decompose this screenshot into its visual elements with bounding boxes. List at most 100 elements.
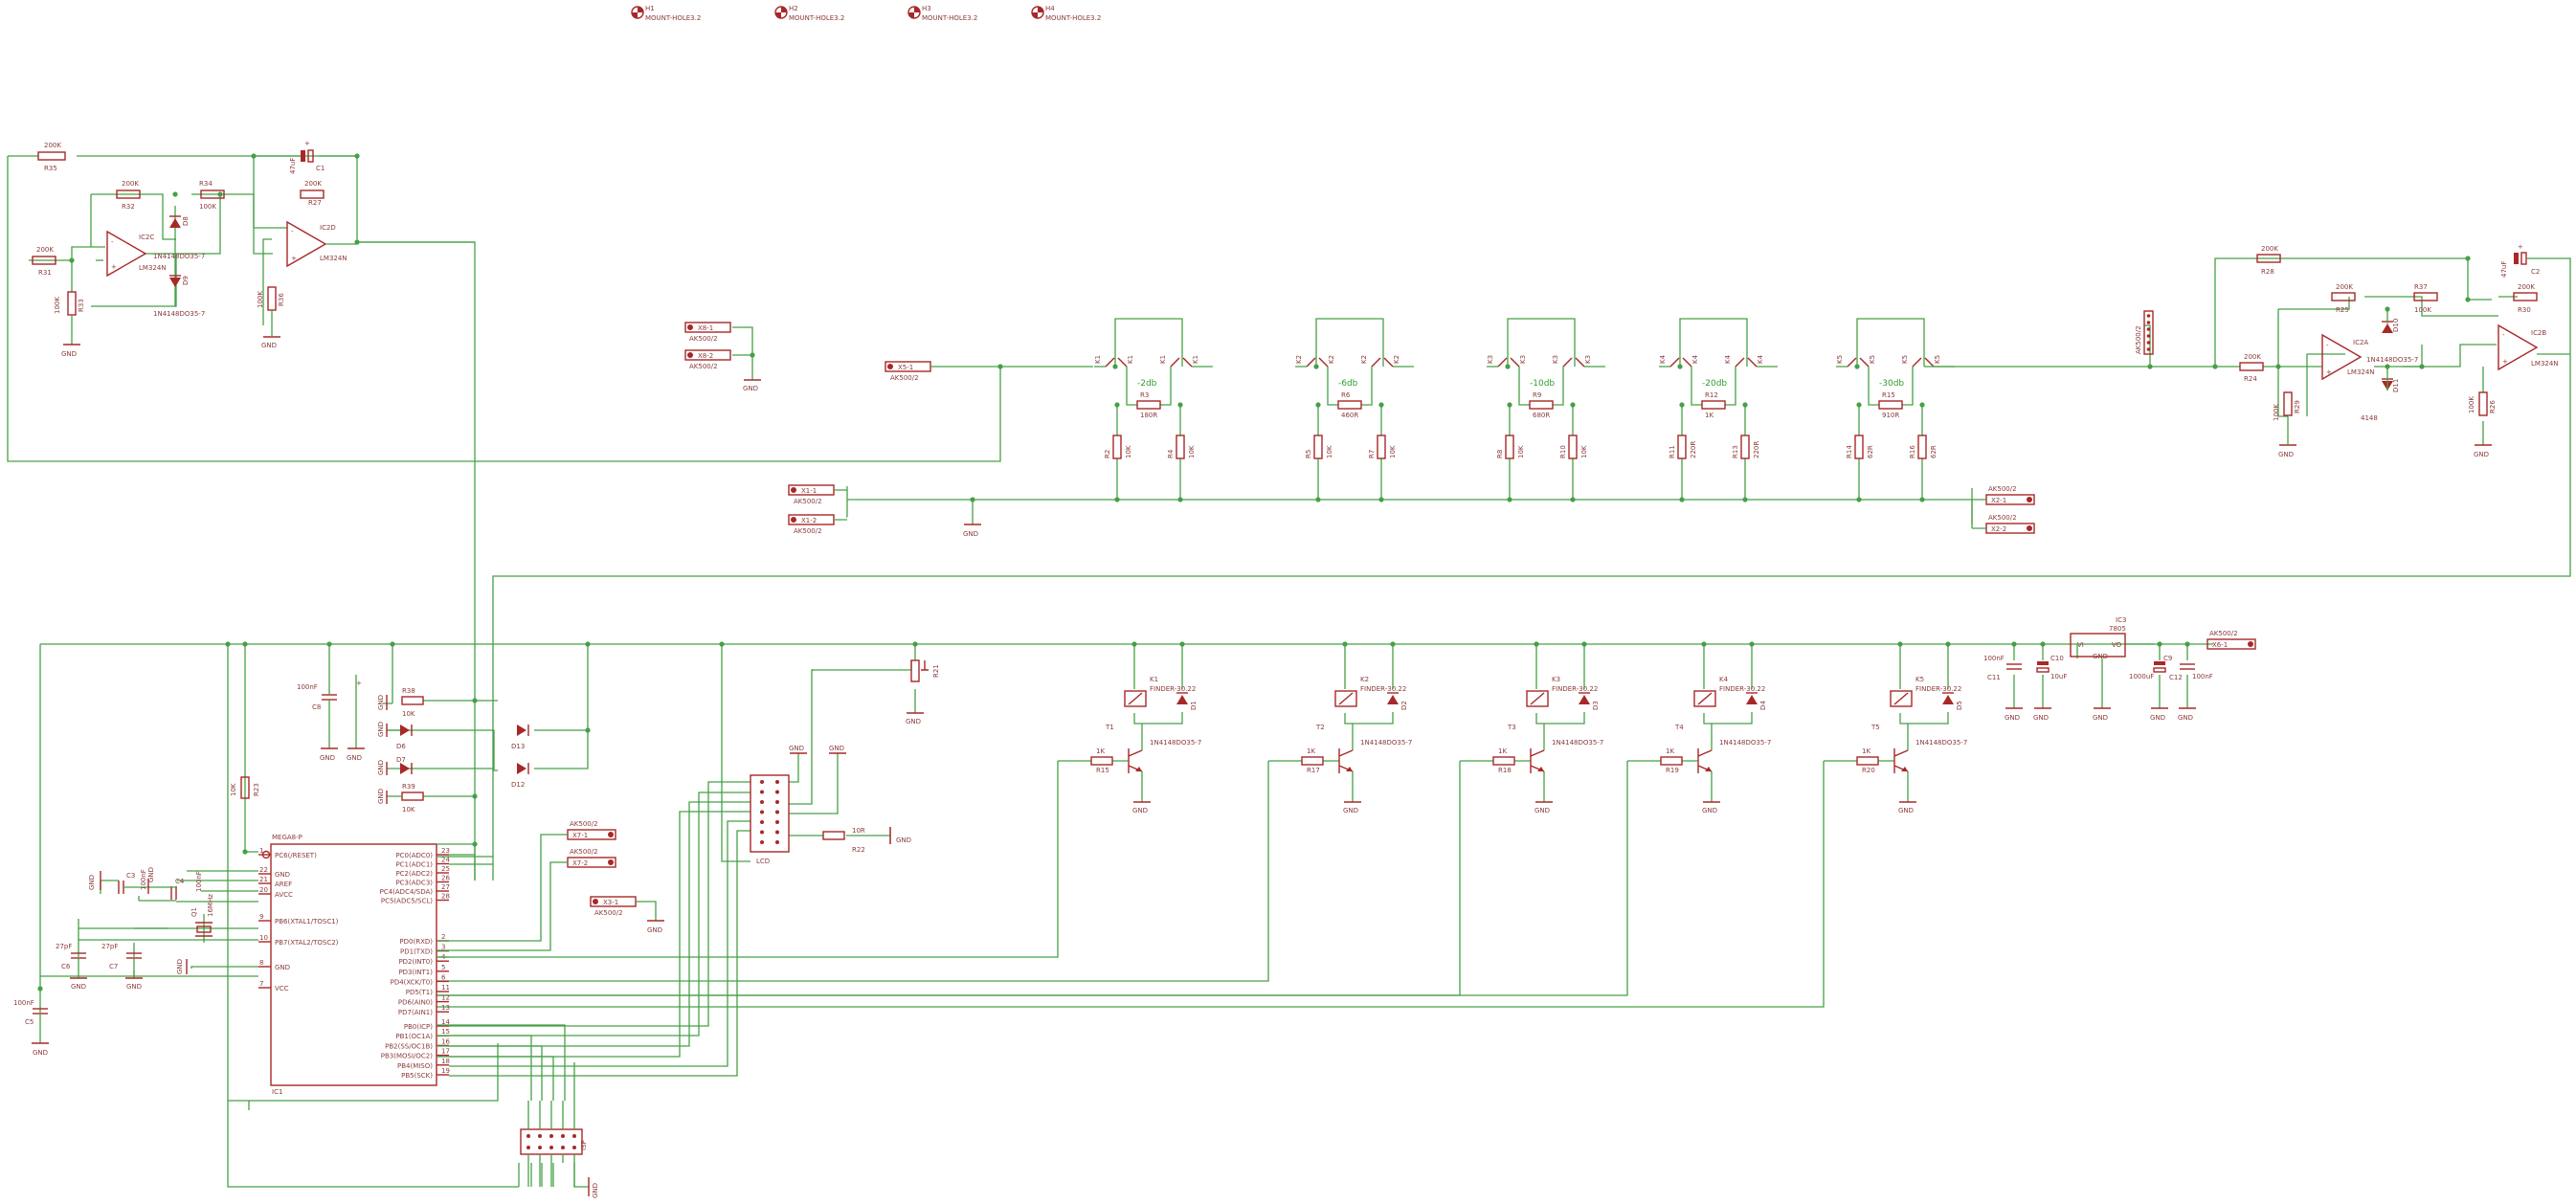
resistor-r31: 200K R31 bbox=[32, 246, 56, 277]
diode-d11: D11 4148 bbox=[2361, 378, 2400, 422]
contact-label: K2 bbox=[1393, 355, 1400, 364]
resistor-r27: 200K R27 bbox=[300, 180, 325, 207]
series-resistor-value: 680R bbox=[1533, 412, 1550, 419]
contact-label: K2 bbox=[1295, 355, 1303, 364]
gnd-symbol: GND bbox=[70, 977, 87, 991]
pin-number: 13 bbox=[441, 1004, 450, 1012]
capacitor-c7: 27pF C7 bbox=[101, 943, 142, 970]
value-label: 100K bbox=[2273, 404, 2280, 421]
hole-name: H3 bbox=[922, 5, 931, 12]
lcd-pin bbox=[760, 840, 764, 844]
pin-label: PB1(OC1A) bbox=[395, 1033, 433, 1040]
hole-value: MOUNT-HOLE3.2 bbox=[789, 14, 844, 22]
gnd-symbol: GND bbox=[125, 977, 143, 991]
pin-number: 16 bbox=[441, 1037, 450, 1045]
terminal-name: X1-2 bbox=[801, 517, 817, 524]
plus-sign: + bbox=[2502, 358, 2508, 366]
gnd-symbol: GND bbox=[88, 871, 101, 890]
flyback-diode bbox=[1176, 695, 1188, 704]
pin-number: 6 bbox=[441, 973, 446, 981]
regulator-ic3: IC3 7805 VI VO GND bbox=[2070, 616, 2126, 660]
mcu-pin: PB0(ICP)14 bbox=[404, 1018, 451, 1031]
pin-number: 12 bbox=[441, 994, 450, 1002]
mcu-pin: PC3(ADC3)26 bbox=[395, 875, 450, 887]
minus-sign: - bbox=[2326, 342, 2329, 349]
shunt-resistor bbox=[1313, 435, 1323, 459]
diode-value: 1N4148DO35-7 bbox=[153, 310, 205, 318]
name-label: C5 bbox=[25, 1018, 34, 1026]
pin-number: 7 bbox=[259, 980, 263, 988]
capacitor-c1: 47uF C1 + bbox=[289, 140, 325, 174]
diode-name: D10 bbox=[2392, 319, 2400, 332]
value-label: 100nF bbox=[1983, 655, 2005, 662]
diode-value: 1N4148DO35-7 bbox=[1552, 739, 1603, 747]
attenuation-label: -20db bbox=[1702, 379, 1727, 389]
gnd-symbol: GND bbox=[1534, 801, 1553, 814]
gnd-symbol: GND bbox=[32, 1042, 49, 1057]
gnd-symbol: GND bbox=[61, 344, 80, 358]
resistor-r32: 200K R32 bbox=[116, 180, 141, 211]
svg-text:GND: GND bbox=[2150, 714, 2165, 722]
terminal-value: AK500/2 bbox=[689, 335, 718, 343]
shunt-resistor bbox=[1854, 435, 1864, 459]
resistor-r23: 10K R23 bbox=[230, 776, 260, 799]
value-label: 10K bbox=[402, 710, 415, 718]
name-label: R38 bbox=[402, 687, 415, 695]
diode-d8: D8 1N4148DO35-7 bbox=[153, 215, 205, 260]
pin-label: PB2(SS/OC1B) bbox=[385, 1042, 433, 1050]
diode-d6: D6 bbox=[396, 725, 413, 750]
value-label: 1000uF bbox=[2129, 673, 2154, 680]
terminal-name: X1-1 bbox=[801, 487, 817, 495]
value-label: 47uF bbox=[289, 158, 297, 174]
diode-name: D13 bbox=[511, 743, 525, 750]
transistor-name: T3 bbox=[1507, 724, 1516, 731]
screw-terminal-x1-2: X1-2 AK500/2 bbox=[788, 514, 835, 535]
pin-number: 18 bbox=[441, 1058, 450, 1065]
opamp-ic2d: - + IC2D LM324N bbox=[286, 220, 347, 268]
capacitor-c8: 100nF C8 bbox=[297, 683, 337, 711]
shunt-resistor-name: R16 bbox=[1909, 445, 1916, 458]
contact-label: K1 bbox=[1159, 355, 1167, 364]
shunt-resistor bbox=[1377, 435, 1386, 459]
pin-label: PB7(XTAL2/TOSC2) bbox=[275, 939, 339, 947]
gnd-label: GND bbox=[896, 836, 911, 844]
opamp-name: IC2A bbox=[2353, 339, 2368, 346]
opamp-ic2c: - + IC2C LM324N bbox=[106, 230, 167, 278]
pin-number: 21 bbox=[259, 876, 268, 883]
value-label: 100K bbox=[199, 203, 216, 211]
capacitor-c11: 100nF C11 bbox=[1983, 655, 2022, 681]
name-label: R28 bbox=[2261, 268, 2274, 276]
gnd-label: GND bbox=[592, 1183, 599, 1198]
svg-text:GND: GND bbox=[377, 695, 385, 710]
diode-name: D9 bbox=[182, 276, 190, 285]
plus-sign: + bbox=[2518, 243, 2523, 251]
connector-jp2: AK500/2 bbox=[2135, 310, 2154, 355]
resistor-r30: 200K R30 bbox=[2513, 283, 2538, 314]
minus-sign: - bbox=[111, 238, 114, 246]
gnd-symbol: GND bbox=[2178, 707, 2196, 722]
terminal-name: X8-1 bbox=[698, 324, 713, 332]
opamp-name: IC2C bbox=[139, 234, 154, 241]
mcu-pin: PB5(SCK)19 bbox=[401, 1067, 450, 1080]
pin-label: PD1(TXD) bbox=[400, 948, 433, 956]
diode-value: 1N4148DO35-7 bbox=[1719, 739, 1771, 747]
lcd-pin bbox=[760, 810, 764, 814]
svg-text:GND: GND bbox=[347, 754, 362, 762]
lcd-pin bbox=[775, 810, 779, 814]
value-label: 100nF bbox=[195, 871, 203, 892]
gnd-symbol: GND bbox=[2093, 707, 2111, 722]
contact-label: K4 bbox=[1691, 354, 1699, 364]
diode-name: D6 bbox=[396, 743, 406, 750]
value-label: 16MHz bbox=[207, 894, 214, 917]
gnd-symbol: GND bbox=[377, 695, 388, 710]
series-resistor-name: R15 bbox=[1882, 391, 1895, 399]
plus-sign: + bbox=[291, 255, 297, 262]
relay-part: FINDER-30.22 bbox=[1719, 685, 1765, 693]
diode-d10: D10 1N4148DO35-7 bbox=[2366, 319, 2418, 364]
lcd-header: LCD bbox=[750, 774, 790, 865]
gnd-symbol: GND bbox=[743, 379, 761, 392]
relay-contact bbox=[1682, 357, 1692, 368]
name-label: R30 bbox=[2518, 306, 2531, 314]
